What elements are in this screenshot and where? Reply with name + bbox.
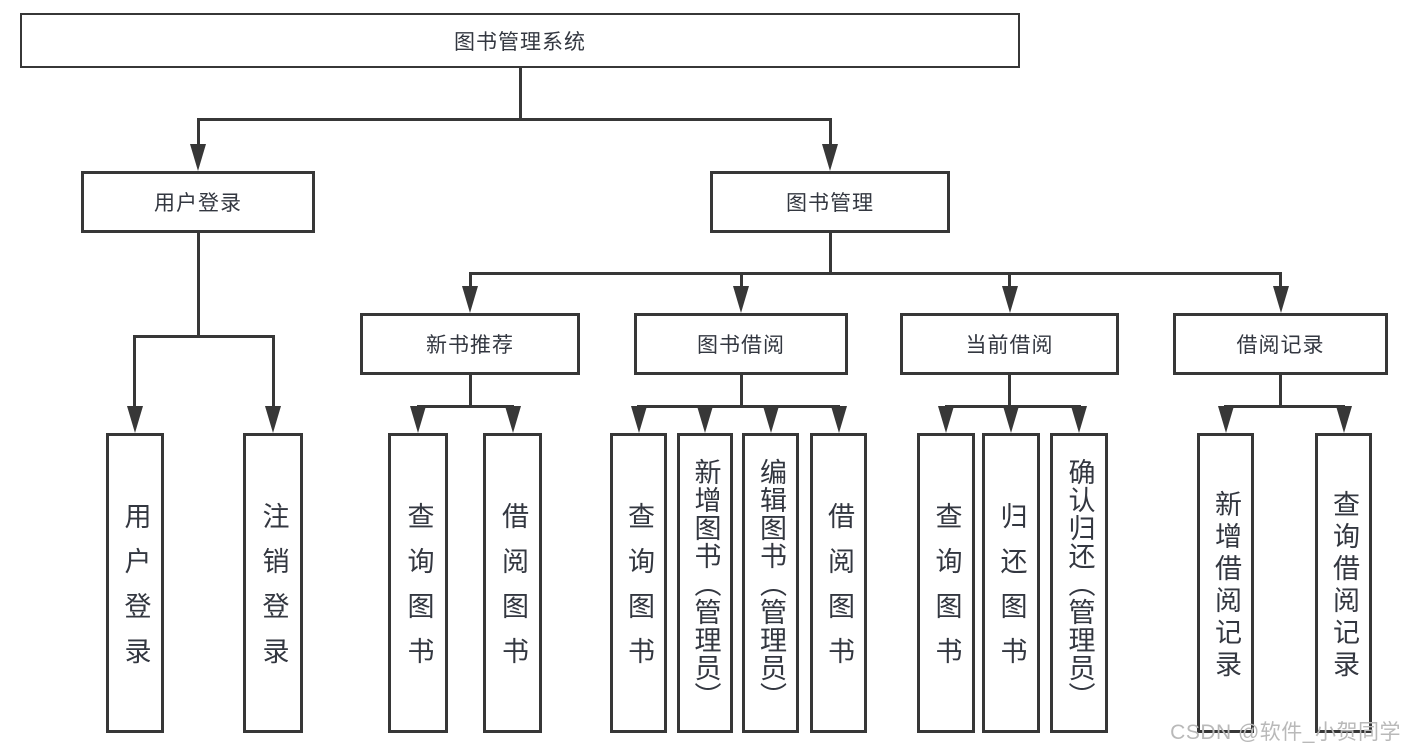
leaf-add-books-admin: 新增图书（管理员） (677, 433, 733, 733)
leaf-add-borrow-record: 新增借阅记录 (1197, 433, 1254, 733)
arrow-down-icon (190, 144, 206, 171)
leaf-query-books-borrowing: 查询图书 (610, 433, 667, 733)
connector-line (637, 405, 840, 408)
arrow-down-icon (762, 406, 779, 433)
node-book-management: 图书管理 (710, 171, 950, 233)
node-user-login: 用户登录 (81, 171, 315, 233)
arrow-down-icon (1071, 406, 1087, 433)
arrow-down-icon (938, 406, 954, 433)
leaf-edit-books-admin: 编辑图书（管理员） (742, 433, 799, 733)
leaf-label: 借阅图书 (824, 502, 854, 682)
arrow-down-icon (1001, 286, 1018, 313)
arrow-down-icon (504, 406, 521, 433)
leaf-label: 查询借阅记录 (1329, 489, 1359, 682)
connector-line (518, 68, 522, 118)
leaf-label: 注销登录 (258, 502, 289, 682)
arrow-down-icon (265, 406, 281, 433)
leaf-confirm-return-admin: 确认归还（管理员） (1050, 433, 1108, 733)
connector-line (739, 375, 743, 405)
leaf-label: 编辑图书（管理员） (756, 457, 786, 710)
arrow-down-icon (1335, 406, 1352, 433)
arrow-down-icon (822, 144, 838, 171)
arrow-down-icon (697, 406, 713, 433)
connector-line (739, 275, 743, 289)
node-label: 图书管理 (786, 192, 874, 215)
connector-line (468, 275, 472, 289)
arrow-down-icon (410, 406, 426, 433)
connector-line (196, 121, 200, 145)
connector-line (828, 121, 832, 145)
connector-line (1008, 375, 1011, 405)
arrow-down-icon (830, 406, 847, 433)
leaf-label: 查询图书 (931, 502, 962, 682)
leaf-query-borrow-record: 查询借阅记录 (1315, 433, 1372, 733)
connector-line (1279, 375, 1282, 405)
node-borrow-records: 借阅记录 (1173, 313, 1388, 375)
arrow-down-icon (462, 286, 478, 313)
leaf-logout: 注销登录 (243, 433, 303, 733)
connector-line (828, 233, 832, 272)
csdn-watermark: CSDN @软件_小贺同学 (1170, 721, 1401, 744)
connector-line (133, 335, 275, 338)
leaf-user-login: 用户登录 (106, 433, 164, 733)
connector-line (196, 118, 832, 121)
arrow-down-icon (630, 406, 647, 433)
leaf-label: 归还图书 (996, 502, 1027, 682)
connector-line (1224, 405, 1345, 408)
leaf-label: 新增图书（管理员） (690, 457, 721, 710)
arrow-down-icon (126, 406, 143, 433)
leaf-label: 用户登录 (120, 502, 151, 682)
node-current-borrowing: 当前借阅 (900, 313, 1119, 375)
connector-line (196, 233, 200, 335)
leaf-label: 新增借阅记录 (1211, 489, 1241, 682)
leaf-label: 查询图书 (624, 502, 654, 682)
leaf-label: 查询图书 (403, 502, 434, 682)
leaf-query-books-current: 查询图书 (917, 433, 975, 733)
node-book-borrowing: 图书借阅 (634, 313, 848, 375)
node-label: 用户登录 (154, 192, 242, 215)
arrow-down-icon (733, 286, 749, 313)
connector-line (271, 338, 275, 408)
connector-line (468, 375, 472, 405)
arrow-down-icon (1272, 286, 1289, 313)
node-label: 借阅记录 (1236, 334, 1325, 357)
leaf-return-books: 归还图书 (982, 433, 1040, 733)
leaf-query-books-recommend: 查询图书 (388, 433, 448, 733)
leaf-borrow-books: 借阅图书 (810, 433, 867, 733)
connector-line (1008, 275, 1011, 289)
leaf-borrow-books-recommend: 借阅图书 (483, 433, 542, 733)
leaf-label: 借阅图书 (498, 502, 528, 682)
node-root: 图书管理系统 (20, 13, 1020, 68)
arrow-down-icon (1217, 406, 1234, 433)
connector-line (1279, 275, 1282, 289)
node-root-label: 图书管理系统 (454, 30, 586, 54)
node-label: 新书推荐 (426, 334, 514, 357)
node-label: 图书借阅 (697, 334, 785, 357)
arrow-down-icon (1003, 406, 1019, 433)
node-new-book-recommend: 新书推荐 (360, 313, 580, 375)
connector-line (468, 272, 1282, 275)
leaf-label: 确认归还（管理员） (1064, 457, 1095, 710)
connector-line (416, 405, 514, 408)
node-label: 当前借阅 (965, 334, 1054, 357)
connector-line (133, 338, 136, 408)
